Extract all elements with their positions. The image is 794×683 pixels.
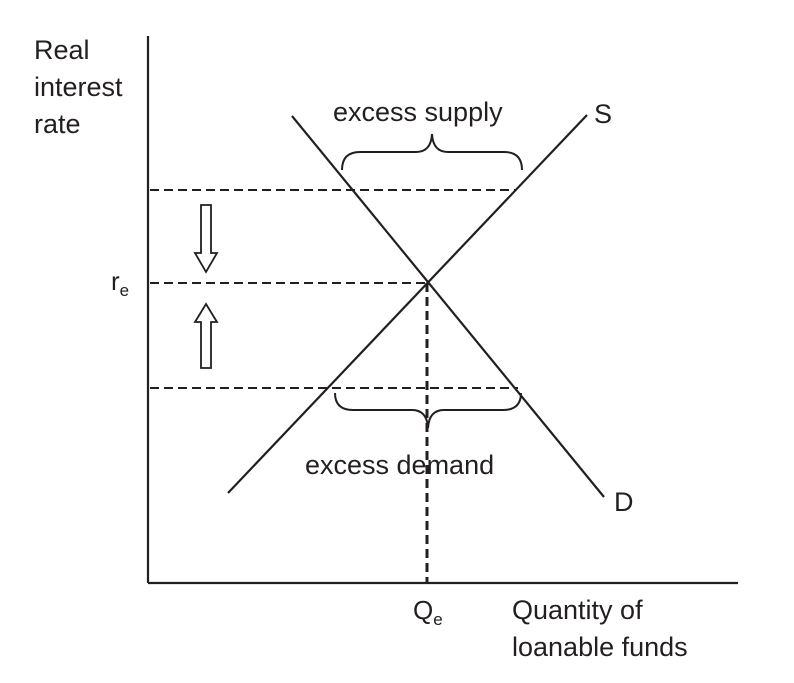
equilibrium-quantity-subscript: e xyxy=(433,610,443,629)
y-axis-label: Real interest rate xyxy=(34,32,144,143)
equilibrium-quantity-label: Qe xyxy=(413,597,443,628)
down-arrow-icon xyxy=(193,204,219,274)
equilibrium-rate-subscript: e xyxy=(119,281,130,300)
up-arrow-icon xyxy=(193,302,219,369)
demand-curve-label: D xyxy=(614,487,634,517)
excess-supply-label: excess supply xyxy=(333,97,503,127)
excess-demand-label: excess demand xyxy=(305,450,495,480)
y-axis-label-line-2: interest xyxy=(34,72,123,102)
equilibrium-rate-symbol: r xyxy=(111,266,120,296)
x-axis-label-line-1: Quantity of xyxy=(512,595,643,625)
supply-curve-label: S xyxy=(594,99,613,129)
equilibrium-quantity-symbol: Q xyxy=(413,595,434,625)
y-axis-label-line-1: Real xyxy=(34,35,90,65)
demand-curve xyxy=(291,115,605,498)
excess-demand-brace xyxy=(334,392,522,429)
supply-curve xyxy=(227,114,588,494)
x-axis-label: Quantity of loanable funds xyxy=(512,592,688,666)
excess-supply-brace xyxy=(341,133,523,171)
y-axis-label-line-3: rate xyxy=(34,109,81,139)
equilibrium-rate-label: re xyxy=(111,268,129,299)
x-axis-label-line-2: loanable funds xyxy=(512,632,688,662)
